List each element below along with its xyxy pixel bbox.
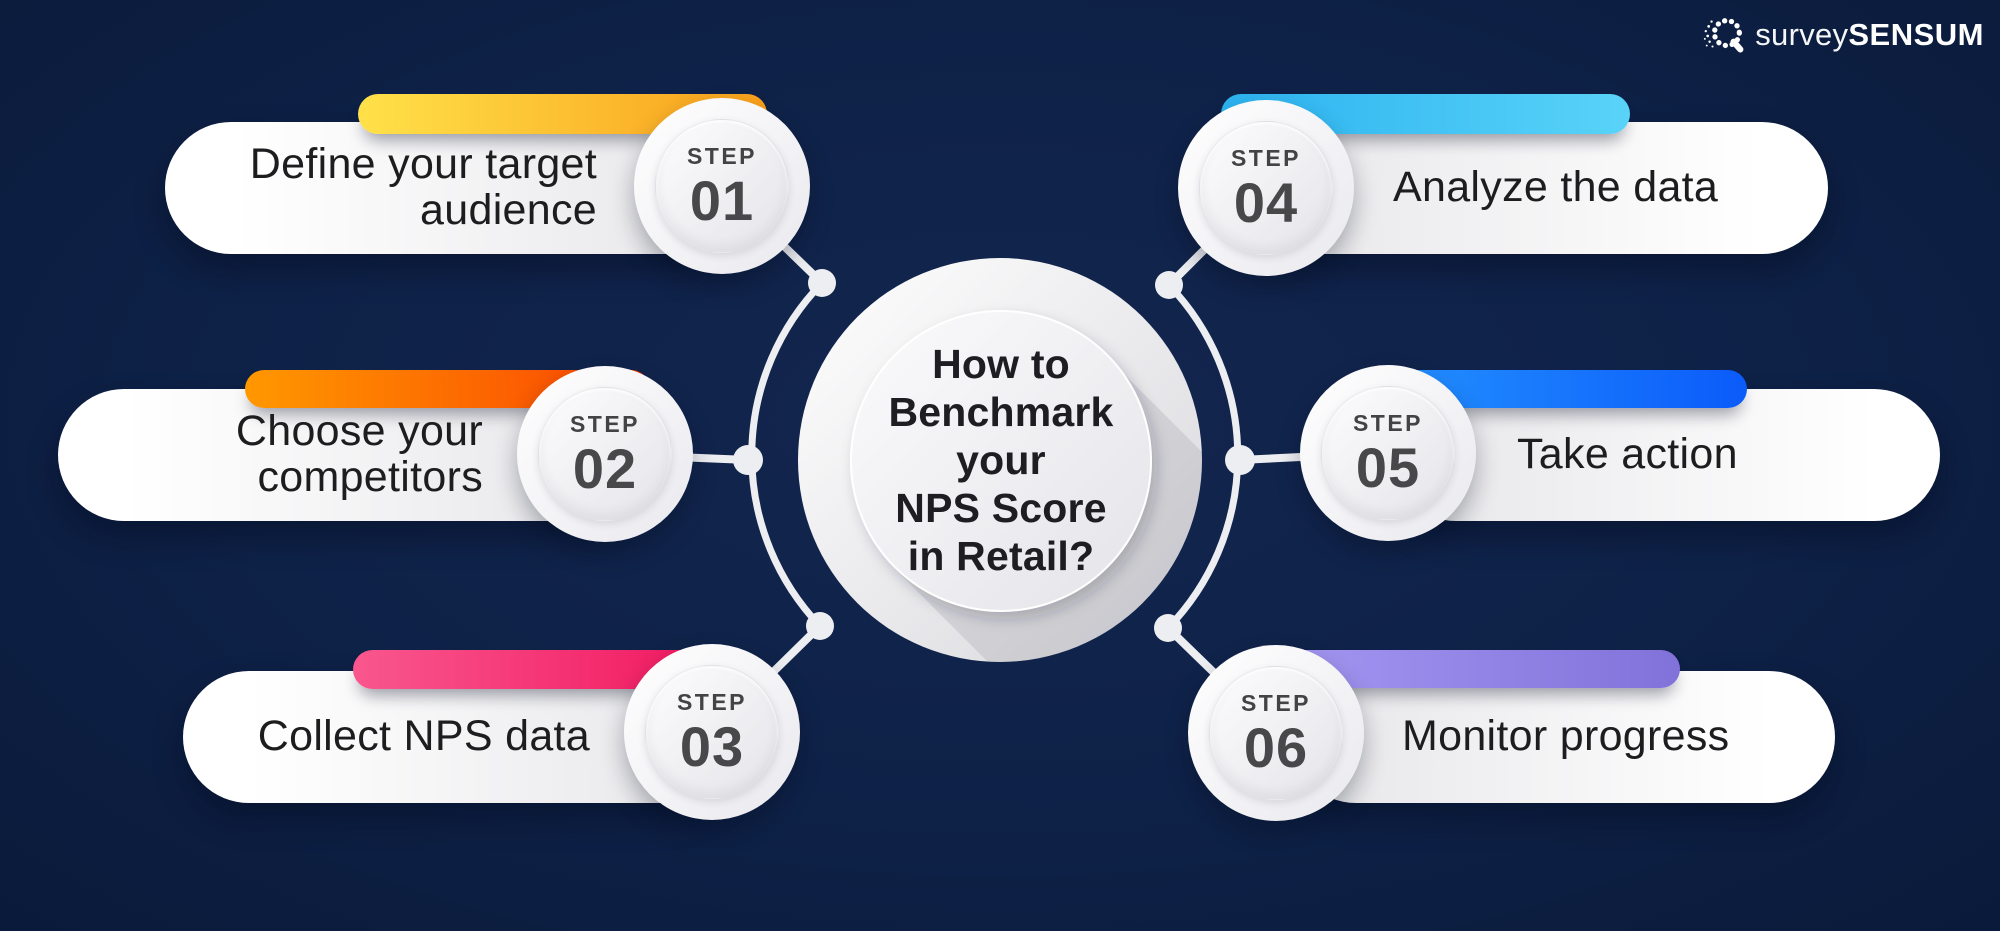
step-3-label: STEP [676, 689, 748, 715]
step-1-label: STEP [686, 143, 758, 169]
step-4-text: Analyze the data [1393, 163, 1719, 212]
logo-text-sensum: SENSUM [1848, 17, 1984, 52]
step-5-pill [1390, 389, 1940, 521]
step-1-circle-inner: STEP 01 [655, 119, 789, 253]
step-4-circle: STEP 04 [1178, 100, 1354, 276]
step-5-circle: STEP 05 [1300, 365, 1476, 541]
step-3-number: 03 [679, 715, 745, 778]
step-6-pill [1290, 671, 1835, 803]
step-4-label: STEP [1230, 145, 1302, 171]
step-2-text: Choose your competitors [235, 407, 483, 501]
step-4-circle-inner: STEP 04 [1199, 121, 1333, 255]
orbit-dots [733, 269, 1255, 642]
brand-logo: surveySENSUM [1701, 12, 1984, 58]
step-2-circle-inner: STEP 02 [538, 387, 672, 521]
step-4-number: 04 [1233, 171, 1299, 234]
step-6-number: 06 [1243, 716, 1309, 779]
step-1-number: 01 [689, 169, 755, 232]
step-5-label: STEP [1352, 410, 1424, 436]
step-3-circle-inner: STEP 03 [645, 665, 779, 799]
step-6-circle-inner: STEP 06 [1209, 666, 1343, 800]
step-3-text: Collect NPS data [257, 712, 590, 761]
step-5-text: Take action [1517, 430, 1738, 479]
step-5-number: 05 [1355, 436, 1421, 499]
step-6-text: Monitor progress [1402, 712, 1730, 761]
step-1-text: Define your target audience [249, 140, 597, 234]
logo-text: surveySENSUM [1755, 17, 1984, 53]
logo-text-survey: survey [1755, 17, 1849, 52]
step-3-circle: STEP 03 [624, 644, 800, 820]
q-dots-icon [1704, 17, 1744, 53]
step-6-circle: STEP 06 [1188, 645, 1364, 821]
step-6-label: STEP [1240, 690, 1312, 716]
step-2-circle: STEP 02 [517, 366, 693, 542]
step-2-label: STEP [569, 411, 641, 437]
center-title: How to Benchmark your NPS Score in Retai… [888, 341, 1114, 579]
step-2-number: 02 [572, 437, 638, 500]
center-inner-circle [850, 310, 1152, 612]
step-5-circle-inner: STEP 05 [1321, 386, 1455, 520]
step-1-circle: STEP 01 [634, 98, 810, 274]
